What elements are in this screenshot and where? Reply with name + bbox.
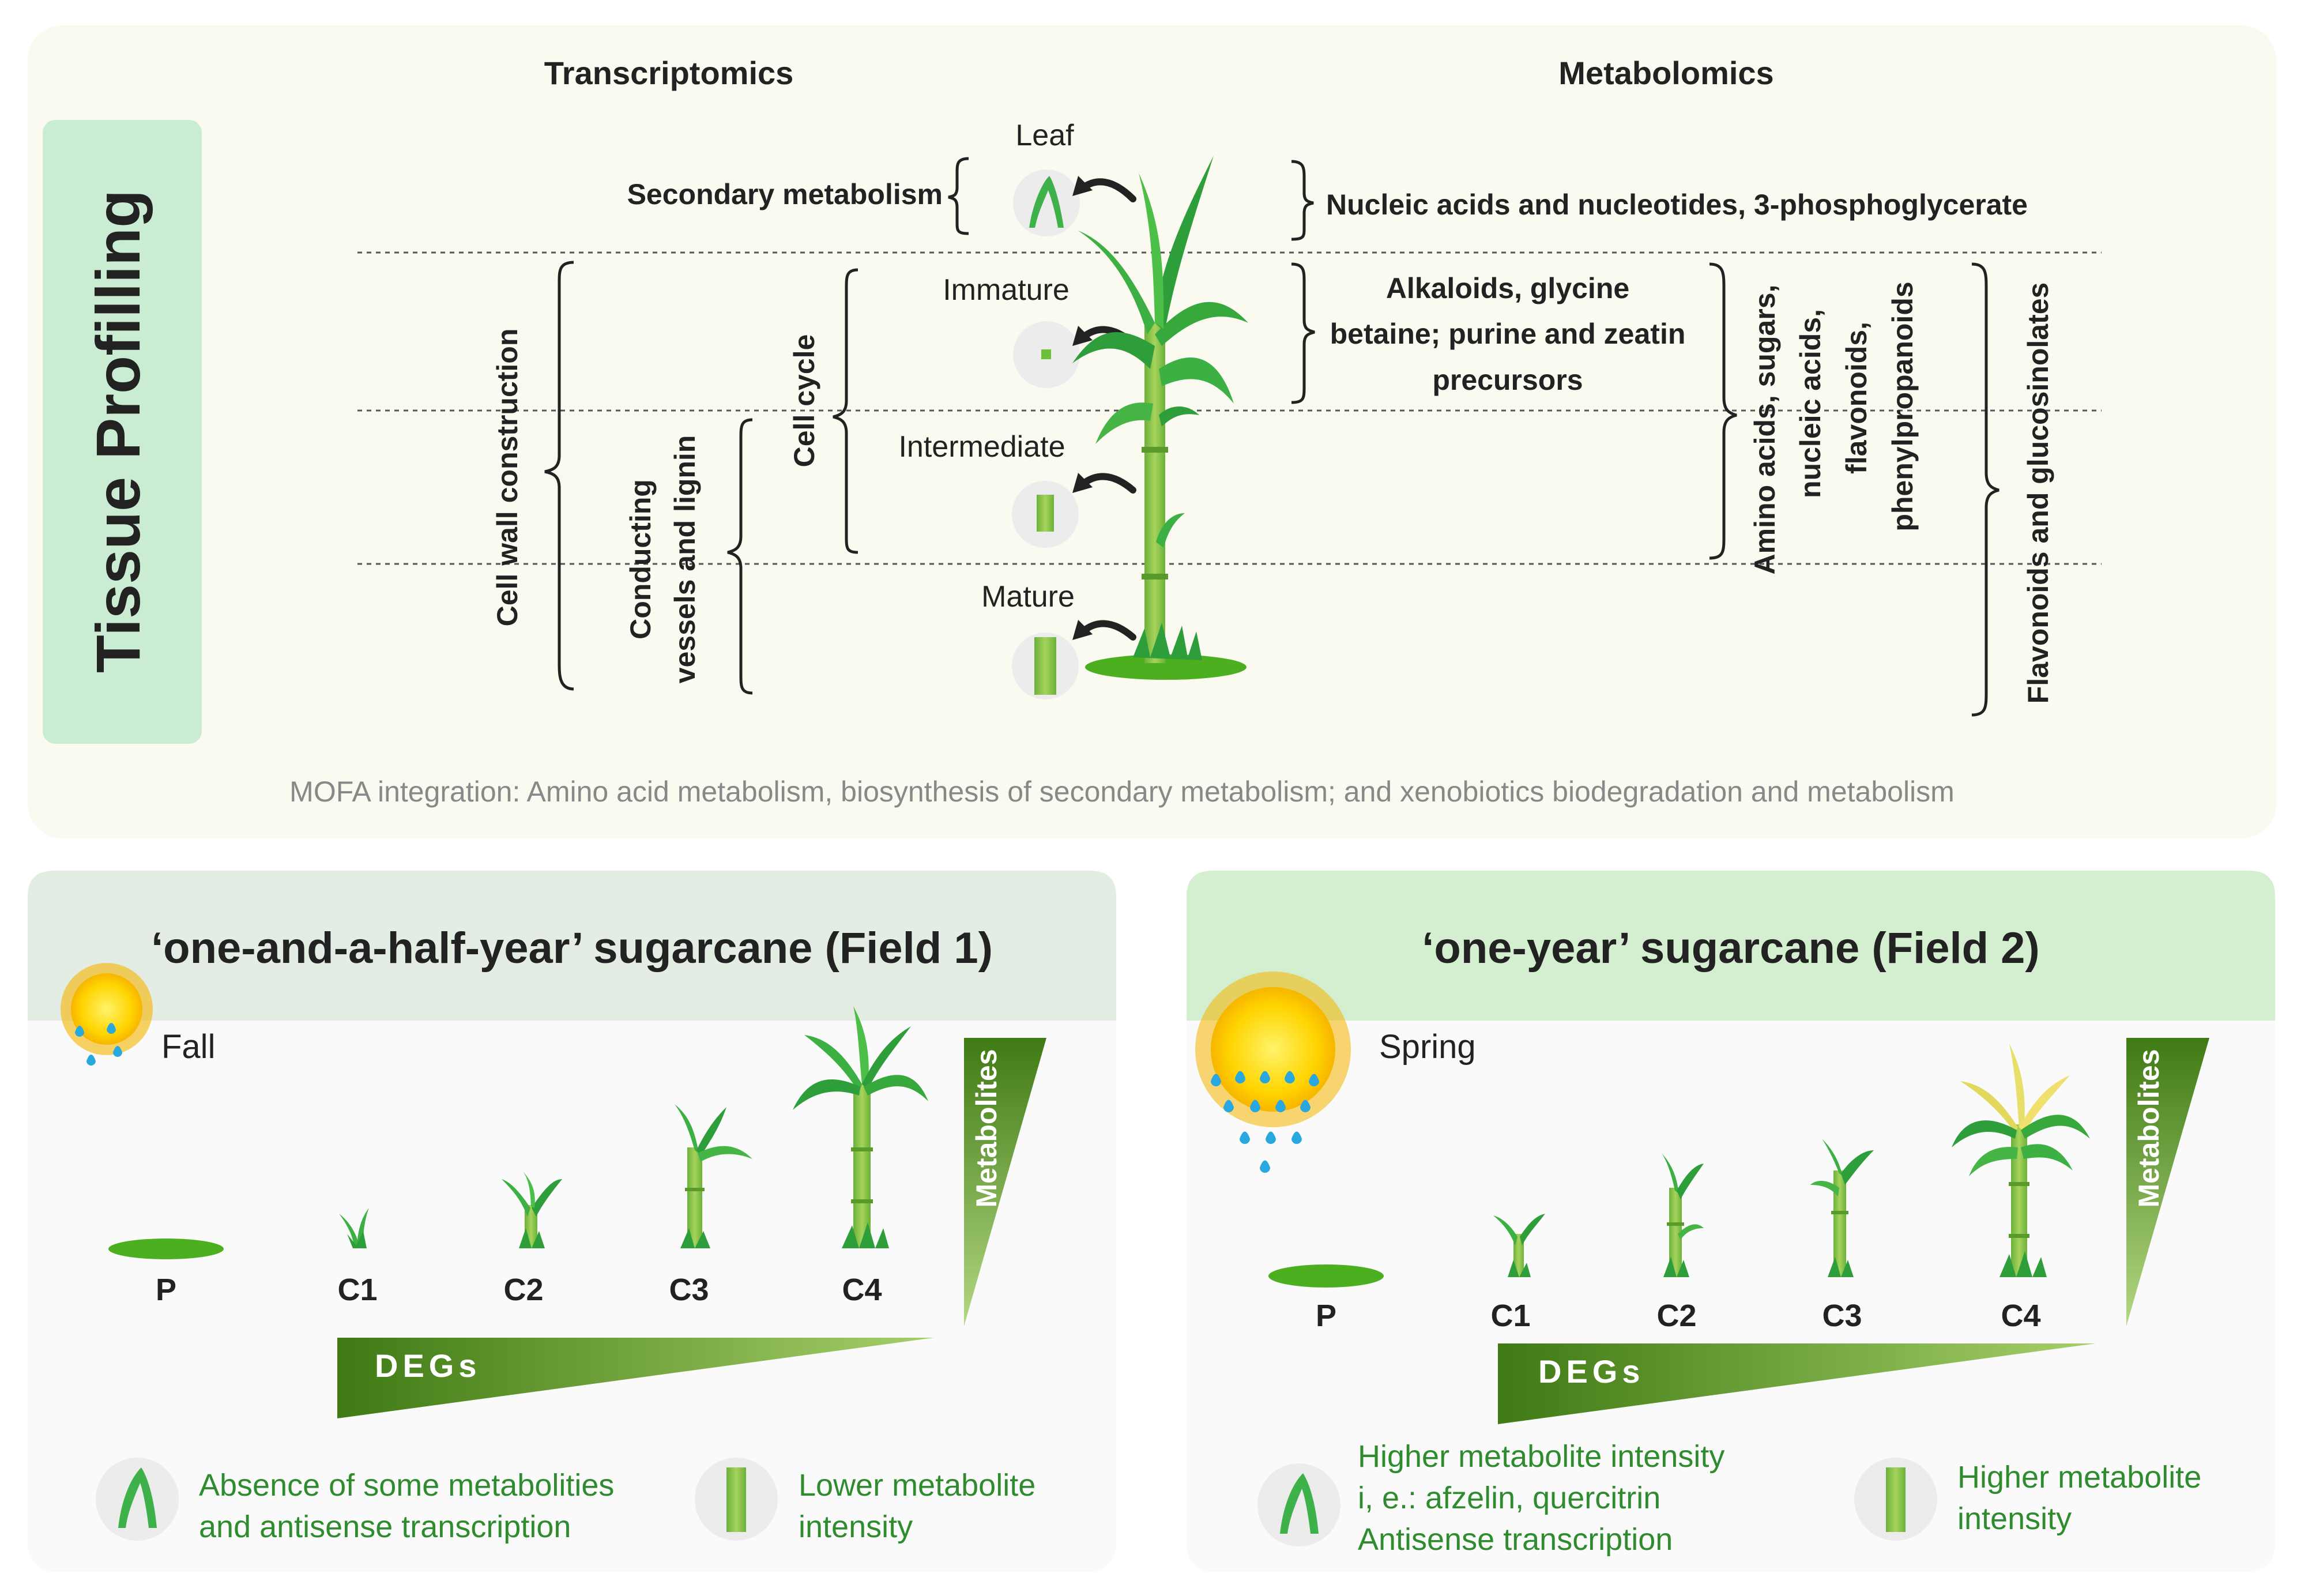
field2-legend-leaf-line2: i, e.: afzelin, quercitrin xyxy=(1358,1481,1660,1515)
leaf-tissue-icon xyxy=(1013,170,1080,236)
tissue-label-mature: Mature xyxy=(981,580,1075,613)
immature-tissue-icon xyxy=(1013,321,1080,388)
field1-legend-stem-line1: Lower metabolite xyxy=(799,1468,1035,1503)
field2-stage-p-icon xyxy=(1268,1264,1384,1288)
field2-metabolites-wedge xyxy=(2126,1038,2209,1326)
side-label: Tissue Profilling xyxy=(83,190,153,673)
brace-immature-metabolites xyxy=(1291,262,1315,404)
metabolomics-header: Metabolomics xyxy=(1558,55,1773,91)
field1-degs-label: DEGs xyxy=(375,1347,481,1384)
term-immature-2: betaine; purine and zeatin xyxy=(1330,318,1686,350)
field2-legend-leaf-icon xyxy=(1257,1463,1340,1546)
field1-title: ‘one-and-a-half-year’ sugarcane (Field 1… xyxy=(151,924,993,973)
brace-leaf-metabolites xyxy=(1291,160,1314,241)
intermediate-tissue-icon xyxy=(1012,481,1079,548)
term-immature-3: precursors xyxy=(1432,364,1583,396)
field2-sun-rain-icon xyxy=(1195,972,1351,1173)
side-label-box xyxy=(43,120,202,744)
transcriptomics-header: Transcriptomics xyxy=(544,55,794,91)
term-amino-2: nucleic acids, xyxy=(1794,309,1827,498)
field2-season: Spring xyxy=(1379,1028,1476,1066)
field2-panel: ‘one-year’ sugarcane (Field 2) Spring xyxy=(1187,871,2275,1572)
field1-stage-c1-label: C1 xyxy=(337,1273,377,1307)
transcriptomics-braces xyxy=(544,157,969,695)
sugarcane-plant-illustration xyxy=(1072,156,1248,680)
term-cell-wall: Cell wall construction xyxy=(491,329,524,627)
field1-stage-c2-icon xyxy=(502,1170,562,1248)
field1-legend-leaf-line1: Absence of some metabolities xyxy=(199,1468,614,1503)
field1-legend-stem-line2: intensity xyxy=(799,1510,913,1544)
brace-flavonoids xyxy=(1971,262,1999,717)
brace-amino-acids xyxy=(1709,262,1737,560)
field1-sun-rain-icon xyxy=(61,963,153,1066)
field2-legend-stem-icon xyxy=(1854,1458,1937,1541)
field2-stage-p-label: P xyxy=(1316,1298,1336,1333)
field2-stage-c1-label: C1 xyxy=(1490,1298,1530,1333)
field2-background xyxy=(1187,871,2275,1572)
term-cell-cycle: Cell cycle xyxy=(788,334,820,468)
field1-degs-wedge xyxy=(337,1338,934,1418)
field2-legend-leaf-line3: Antisense transcription xyxy=(1358,1522,1673,1557)
field1-stage-c3-label: C3 xyxy=(669,1273,709,1307)
term-conducting-1: Conducting xyxy=(624,479,657,639)
tissue-label-intermediate: Intermediate xyxy=(898,430,1065,464)
field2-degs-wedge xyxy=(1498,1343,2096,1424)
field1-stage-c3-icon xyxy=(675,1104,752,1248)
field1-legend-stem-icon xyxy=(695,1458,778,1541)
field2-stage-c4-label: C4 xyxy=(2001,1298,2040,1333)
arrow-heads xyxy=(1072,176,1093,640)
field2-title: ‘one-year’ sugarcane (Field 2) xyxy=(1422,924,2039,973)
field2-degs-label: DEGs xyxy=(1538,1353,1645,1390)
field1-season: Fall xyxy=(161,1028,215,1066)
field1-legend-leaf-icon xyxy=(96,1458,179,1541)
field1-stage-c4-label: C4 xyxy=(842,1273,882,1307)
term-immature-1: Alkaloids, glycine xyxy=(1386,272,1629,304)
tissue-label-leaf: Leaf xyxy=(1015,119,1074,152)
term-secondary-metabolism: Secondary metabolism xyxy=(627,178,943,210)
term-leaf-metabolites: Nucleic acids and nucleotides, 3-phospho… xyxy=(1326,189,2028,221)
field2-stage-c1-icon xyxy=(1493,1214,1545,1277)
tissue-label-immature: Immature xyxy=(943,273,1070,307)
field1-stage-c2-label: C2 xyxy=(503,1273,543,1307)
term-amino-4: phenylpropanoids xyxy=(1886,281,1919,531)
tissue-profiling-panel: Tissue Profilling Transcriptomics Metabo… xyxy=(28,25,2276,838)
field1-stage-p-icon xyxy=(108,1239,224,1259)
field2-stage-c4-icon xyxy=(1952,1044,2090,1277)
field2-stage-c2-label: C2 xyxy=(1656,1298,1696,1333)
field1-metabolites-wedge xyxy=(964,1038,1046,1326)
field2-stage-c2-icon xyxy=(1662,1153,1704,1277)
metabolomics-braces xyxy=(1291,160,1999,717)
field1-stage-c4-icon xyxy=(793,1006,928,1248)
field1-legend-leaf-line2: and antisense transcription xyxy=(199,1510,571,1544)
field1-panel: ‘one-and-a-half-year’ sugarcane (Field 1… xyxy=(28,871,1116,1572)
brace-cell-wall xyxy=(544,261,574,691)
field1-header xyxy=(28,871,1116,1021)
field1-stage-p-label: P xyxy=(156,1273,176,1307)
field2-stage-c3-icon xyxy=(1810,1139,1874,1277)
field2-stage-c3-label: C3 xyxy=(1822,1298,1862,1333)
mofa-integration-text: MOFA integration: Amino acid metabolism,… xyxy=(289,776,1955,808)
field1-stage-c1-icon xyxy=(339,1208,369,1248)
term-amino-3: flavonoids, xyxy=(1840,322,1873,474)
field2-legend-stem-line1: Higher metabolite xyxy=(1957,1460,2201,1495)
field1-metabolites-label: Metabolites xyxy=(970,1049,1003,1207)
term-amino-1: Amino acids, sugars, xyxy=(1749,285,1781,575)
mature-tissue-icon xyxy=(1012,633,1079,699)
term-flavonoids: Flavonoids and glucosinolates xyxy=(2022,283,2054,704)
field2-header xyxy=(1187,871,2275,1021)
brace-secondary xyxy=(948,157,969,235)
brace-conducting xyxy=(727,418,753,695)
field2-legend-stem-line2: intensity xyxy=(1957,1501,2072,1536)
term-conducting-2: vessels and lignin xyxy=(669,435,701,684)
field2-metabolites-label: Metabolites xyxy=(2133,1049,2165,1207)
field2-legend-leaf-line1: Higher metabolite intensity xyxy=(1358,1439,1724,1474)
brace-cell-cycle xyxy=(833,268,858,554)
field1-background xyxy=(28,871,1116,1572)
